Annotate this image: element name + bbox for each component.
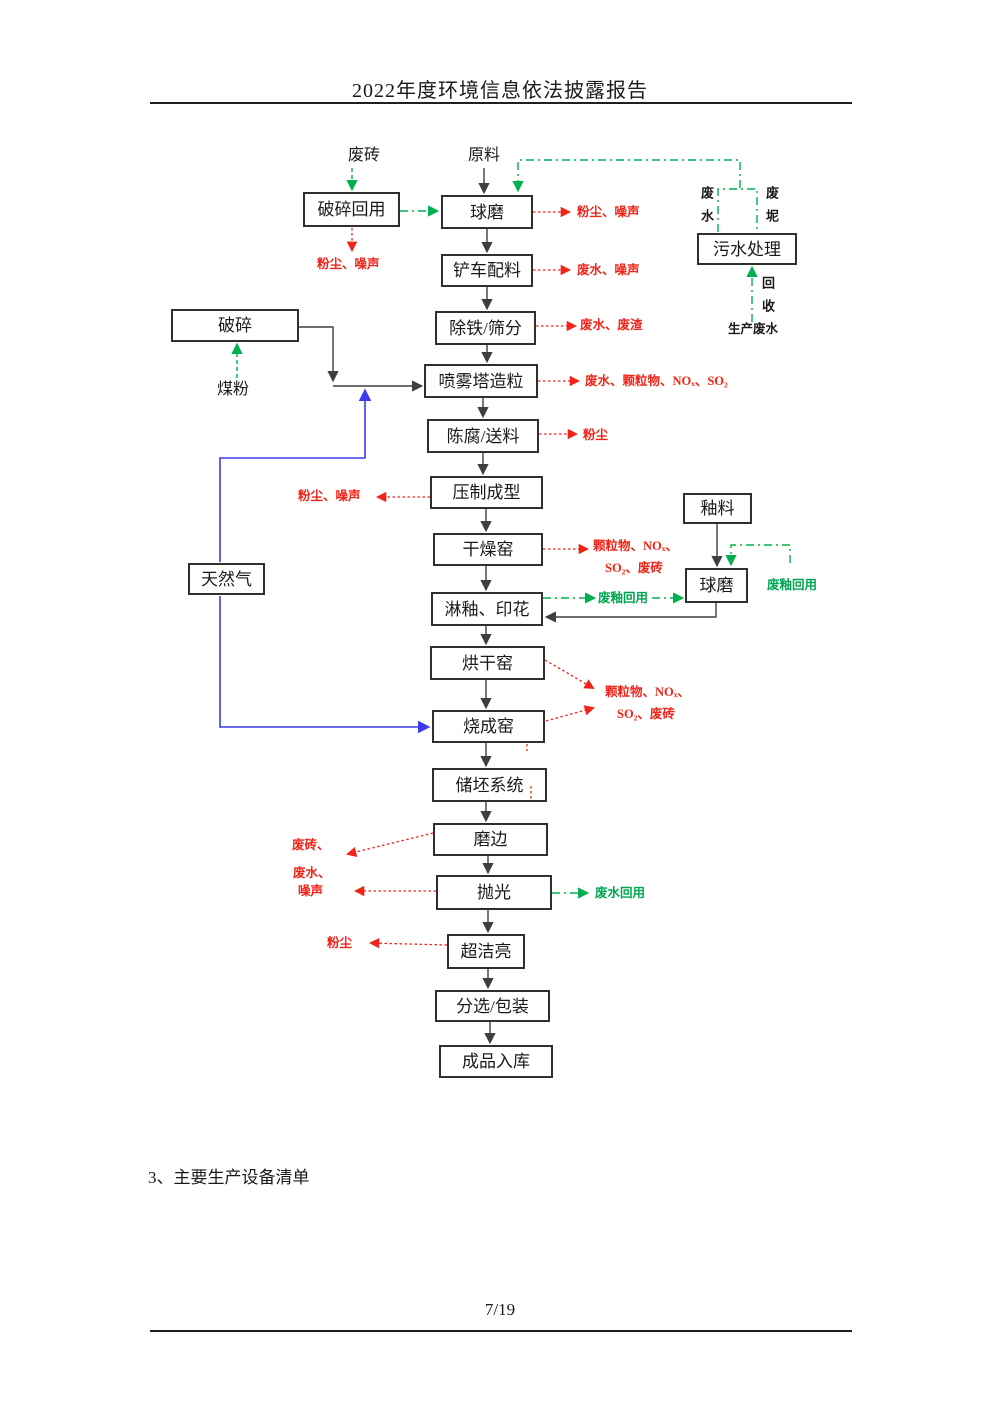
page-title: 2022年度环境信息依法披露报告 (352, 80, 648, 102)
arrow-super-clean-dust (368, 938, 448, 949)
box-ball-mill-glaze: 球磨 (685, 568, 748, 603)
box-press-forming: 压制成型 (430, 476, 543, 509)
line-crushing-to-junction (299, 326, 339, 383)
label-raw-material: 原料 (468, 147, 501, 164)
box-natural-gas: 天然气 (188, 563, 265, 595)
box-crush-reuse: 破碎回用 (303, 192, 400, 227)
label-wastewater-grinding: 废水、 (293, 866, 331, 880)
label-so2-brick-kilns-2: SO₂、废砖 (617, 707, 675, 721)
label-dust-noise-ball-mill: 粉尘、噪声 (577, 205, 640, 219)
box-finished-warehouse: 成品入库 (439, 1045, 553, 1078)
box-sewage-treatment: 污水处理 (697, 233, 797, 265)
label-wastewater-pm-nox-so2: 废水、颗粒物、NOₓ、SO₂ (585, 374, 728, 388)
arrow-edge-grinding-emissions (345, 832, 434, 858)
arrow-baking-kiln-emissions (544, 659, 595, 690)
footer-rule (150, 1330, 852, 1332)
box-spray-tower: 喷雾塔造粒 (424, 364, 538, 398)
box-glaze-material: 釉料 (683, 493, 752, 524)
box-drying-kiln: 干燥窑 (433, 533, 543, 566)
label-so2-brick-drying-2: SO₂、废砖 (605, 561, 663, 575)
page-number: 7/19 (484, 1300, 516, 1319)
gas-line-to-firing-kiln (219, 596, 431, 734)
box-green-body-storage: 储坯系统 (432, 768, 547, 802)
label-waste-glaze-reuse-mid: 废釉回用 (598, 591, 649, 605)
header-rule (150, 102, 852, 104)
label-dust-super-clean: 粉尘 (327, 936, 353, 950)
box-glazing-printing: 淋釉、印花 (431, 592, 543, 626)
label-waste-mud-vertical: 废坭 (763, 186, 779, 232)
label-dust-noise-crush-reuse: 粉尘、噪声 (317, 257, 380, 271)
arrow-firing-kiln-emissions (545, 705, 596, 722)
label-recycle-vertical: 回收 (759, 276, 775, 322)
box-edge-grinding: 磨边 (433, 823, 548, 856)
box-sorting-packing: 分选/包装 (435, 990, 550, 1022)
label-production-wastewater: 生产废水 (728, 322, 779, 336)
label-wastewater-noise: 废水、噪声 (577, 263, 640, 277)
label-wastewater-vertical: 废水 (698, 186, 714, 232)
section-heading: 3、主要生产设备清单 (148, 1168, 310, 1187)
box-forklift-batching: 铲车配料 (441, 254, 533, 287)
label-coal-powder: 煤粉 (217, 381, 250, 398)
label-pm-nox-drying-1: 颗粒物、NOₓ、 (593, 539, 678, 553)
box-baking-kiln: 烘干窑 (430, 646, 545, 680)
box-polishing: 抛光 (436, 875, 552, 910)
line-sewage-outputs-bracket (717, 188, 758, 232)
box-ball-mill: 球磨 (441, 195, 533, 229)
label-pm-nox-kilns-1: 颗粒物、NOₓ、 (605, 685, 690, 699)
label-noise-grinding: 噪声 (298, 884, 324, 898)
box-aging-feeding: 陈腐/送料 (427, 419, 539, 453)
box-firing-kiln: 烧成窑 (432, 710, 545, 743)
arrow-glaze-reuse-loop-top (725, 544, 791, 567)
label-dust-noise-pressing: 粉尘、噪声 (298, 489, 361, 503)
box-crushing: 破碎 (171, 309, 299, 342)
label-wastewater-residue: 废水、废渣 (580, 318, 643, 332)
label-waste-brick-input: 废砖 (348, 147, 381, 164)
box-super-clean-bright: 超洁亮 (447, 934, 525, 969)
label-dust-aging: 粉尘 (583, 428, 609, 442)
gas-line-to-spray-tower (219, 388, 372, 562)
label-waste-brick-grinding: 废砖、 (292, 838, 330, 852)
box-iron-removal: 除铁/筛分 (435, 311, 536, 345)
label-wastewater-reuse: 废水回用 (595, 886, 646, 900)
label-waste-glaze-reuse-right: 废釉回用 (767, 578, 818, 592)
